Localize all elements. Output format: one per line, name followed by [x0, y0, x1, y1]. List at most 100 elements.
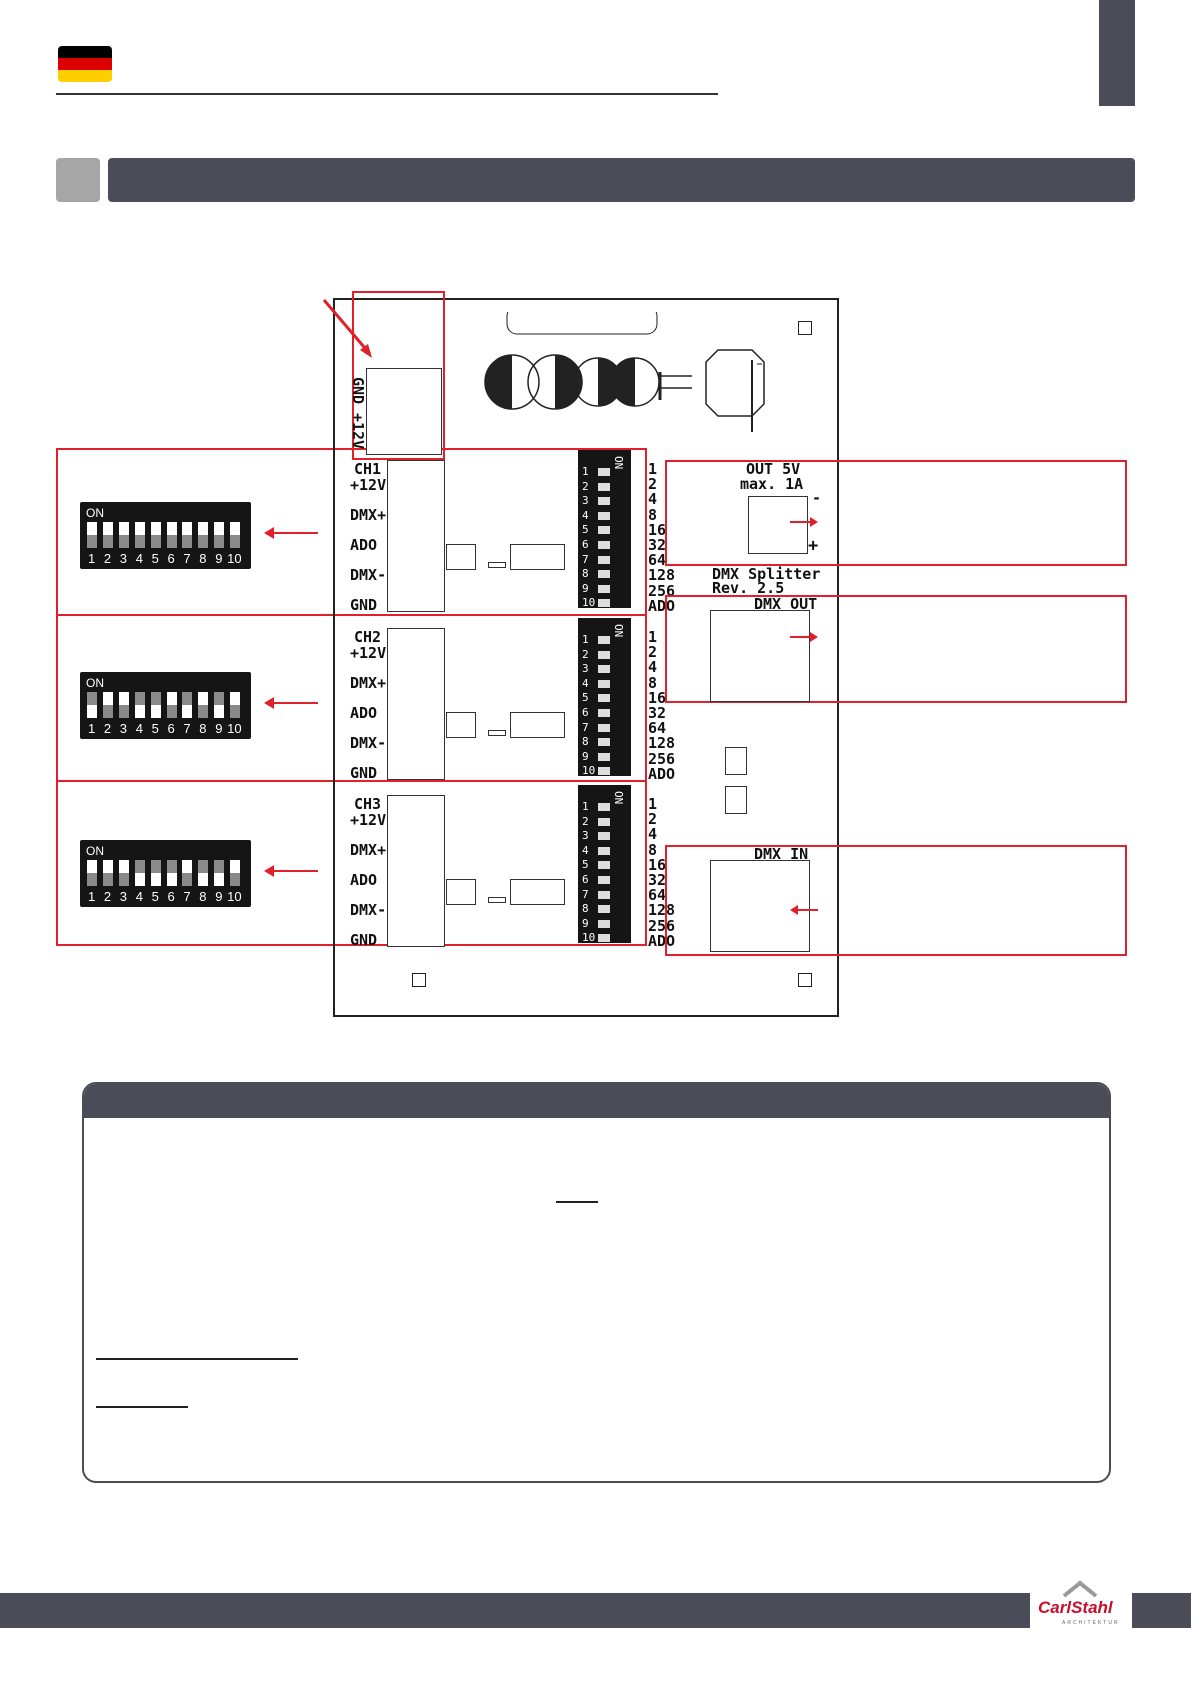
info-panel-header	[84, 1084, 1109, 1118]
dip-number: 10	[227, 551, 242, 566]
channel-pin-label: ADO	[350, 871, 378, 889]
dip-number: 3	[119, 721, 128, 736]
dip-switch-lever	[150, 522, 161, 548]
dip-switch-knob	[214, 705, 225, 718]
dip-switch-knob	[87, 860, 97, 873]
board-dip-number: 5	[582, 858, 589, 872]
board-dip-slider	[598, 832, 610, 841]
dip-switch-knob	[118, 522, 129, 535]
dip-switch-knob	[198, 692, 209, 705]
board-dip-number: 10	[582, 764, 596, 778]
german-flag-icon	[58, 46, 112, 82]
dmx-in-frame	[665, 845, 1127, 956]
board-dip-slider	[598, 679, 610, 688]
dip-switch-knob	[102, 692, 113, 705]
board-dip-slider	[598, 650, 610, 659]
switch-arrow-icon	[272, 702, 318, 704]
dip-switch-lever	[118, 522, 129, 548]
channel-name: CH1	[354, 460, 382, 478]
channel-connector	[387, 628, 445, 780]
dip-switch-knob	[182, 860, 193, 873]
address-value: 2	[648, 643, 658, 662]
board-dip-number: 2	[582, 647, 589, 661]
dip-number: 1	[88, 551, 96, 566]
board-dip-number: 5	[582, 523, 589, 537]
address-value: 64	[648, 719, 667, 738]
v12-label: +12V	[349, 413, 367, 450]
out5v-max: max. 1A	[740, 475, 804, 493]
dip-number: 8	[199, 721, 207, 736]
board-dip-slider	[598, 723, 610, 732]
board-dip-number: 8	[582, 902, 589, 916]
page-tab-marker	[1099, 0, 1135, 106]
board-dip-slider	[598, 709, 610, 717]
dip-switch-lever	[230, 860, 241, 886]
dip-number: 5	[151, 721, 159, 736]
dip-switch-lever	[198, 692, 209, 718]
power-arrow-icon	[322, 299, 372, 358]
dip-switch-lever	[102, 522, 113, 548]
dip-on-label: ON	[86, 844, 104, 858]
dip-number: 9	[215, 721, 223, 736]
address-value: 256	[648, 916, 676, 935]
capacitor-group-icon	[484, 312, 765, 417]
board-dip-number: 1	[582, 800, 589, 813]
power-input-frame	[352, 291, 445, 460]
dip-number: 1	[88, 889, 96, 904]
channel-pin-label: DMX+	[350, 841, 387, 859]
out5v-title: OUT 5V	[746, 460, 801, 478]
dip-on-label: ON	[86, 506, 104, 520]
dip-number: 3	[119, 889, 128, 904]
pcb-board-diagram	[333, 298, 839, 1017]
address-value: 2	[648, 810, 658, 829]
channel-pin-label: +12V	[350, 644, 387, 662]
dip-switch-knob	[118, 692, 129, 705]
dip-switch-knob	[166, 873, 177, 886]
dip-number: 4	[135, 889, 143, 904]
ic1-chip	[510, 712, 565, 738]
header-rule	[56, 93, 718, 95]
dip-switch-lever	[87, 522, 97, 548]
board-dip-slider	[598, 584, 610, 593]
board-dip-slider	[598, 919, 610, 928]
board-dip-number: 6	[582, 706, 589, 719]
dip-switch-knob	[166, 522, 177, 535]
channel-pin-label: DMX-	[350, 901, 387, 919]
board-dip-number: 6	[582, 873, 589, 886]
ic1-chip	[510, 544, 565, 570]
board-title: DMX Splitter	[712, 565, 821, 583]
address-value: 8	[648, 840, 658, 859]
dip-switch-knob	[102, 522, 113, 535]
board-dip-slider	[598, 511, 610, 520]
board-dip-number: 9	[582, 581, 589, 595]
dip-number: 2	[103, 889, 112, 904]
dip-number: 5	[151, 551, 159, 566]
address-value: ADO	[648, 596, 676, 615]
board-dip-number: 5	[582, 691, 589, 705]
dip-switch-knob	[134, 873, 145, 886]
board-dip-slider	[598, 934, 610, 943]
channel-pin-label: DMX+	[350, 506, 387, 524]
underline-mark-2	[96, 1358, 298, 1360]
address-value: 64	[648, 551, 667, 570]
dip-number: 4	[135, 551, 143, 566]
dmx-out-connector	[710, 610, 810, 702]
board-dip-number: 2	[582, 479, 589, 493]
channel-name: CH2	[354, 628, 382, 646]
switch-arrowhead-icon	[264, 527, 274, 539]
out5v-plus: +	[808, 536, 819, 556]
dip-switch-knob	[214, 873, 225, 886]
address-value: 32	[648, 871, 667, 889]
board-dip-slider	[598, 846, 610, 855]
dip-switch-lever	[87, 860, 97, 886]
channel-pin-label: GND	[350, 931, 378, 949]
address-value: 4	[648, 825, 658, 844]
dip-number: 4	[135, 721, 143, 736]
dip-number: 8	[199, 551, 207, 566]
board-dip-number: 1	[582, 633, 589, 646]
board-dip-slider	[598, 599, 610, 608]
board-dip-slider	[598, 738, 610, 747]
dmx-out-frame	[665, 595, 1127, 703]
